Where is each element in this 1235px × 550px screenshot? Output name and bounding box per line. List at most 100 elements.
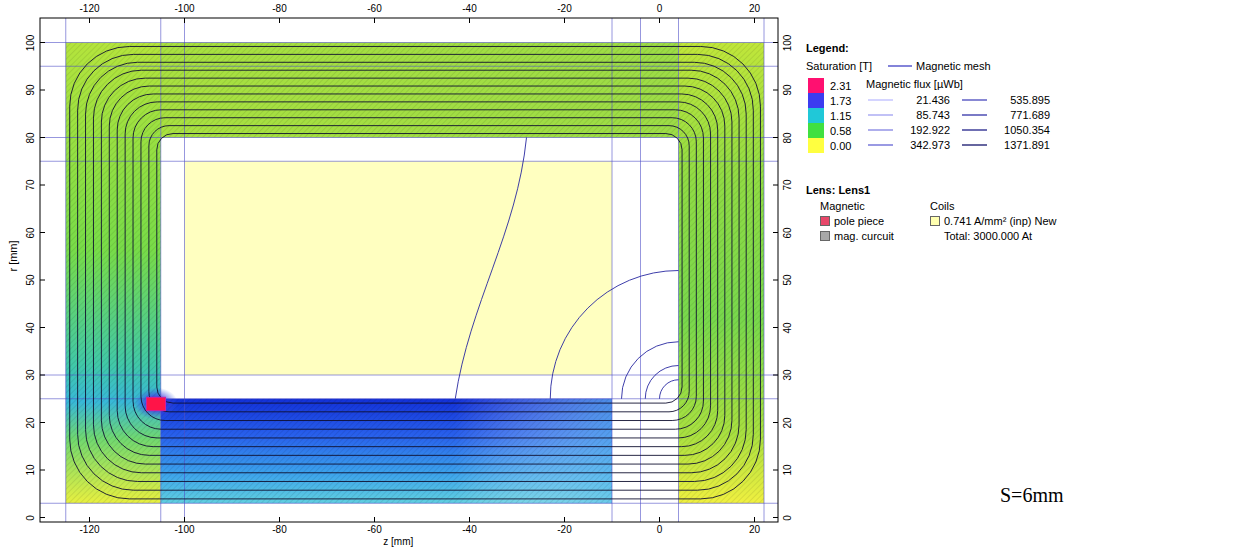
axis-tick-label: 30 [26, 369, 36, 380]
legend-section-title: Magnetic [820, 201, 865, 212]
tick-mark [40, 90, 45, 91]
flux-line [133, 110, 703, 429]
legend-section-title: Magnetic flux [µWb] [866, 79, 963, 90]
coil-total: Total: 3000.000 At [944, 231, 1032, 242]
tick-mark [754, 18, 755, 23]
mesh-legend-label: Magnetic mesh [916, 61, 991, 72]
axis-tick-label: 90 [783, 84, 793, 95]
legend-swatch [808, 138, 824, 153]
axis-tick-label: 0 [657, 525, 663, 535]
legend-swatch [820, 231, 830, 241]
iron-core [161, 399, 612, 504]
leakage-flux-line [622, 342, 679, 399]
legend-swatch [808, 93, 824, 108]
tick-mark [773, 42, 778, 43]
flux-value: 535.895 [1010, 95, 1050, 106]
tick-mark [773, 422, 778, 423]
iron-hatching [161, 399, 612, 504]
tick-mark [469, 18, 470, 23]
flux-line [141, 118, 696, 421]
pole-piece-edge [147, 397, 166, 410]
iron-hatching [679, 43, 765, 504]
axis-tick-label: 10 [26, 464, 36, 475]
axis-tick-label: 0 [783, 515, 793, 521]
axis-tick-label: 10 [783, 464, 793, 475]
tick-mark [773, 90, 778, 91]
coil-region [185, 161, 613, 375]
mesh-line [65, 18, 66, 522]
flux-line [149, 126, 689, 412]
iron-core-shade [161, 399, 612, 504]
material-legend-label: mag. curcuit [834, 231, 894, 242]
axis-tick-label: -20 [557, 525, 571, 535]
tick-mark [773, 517, 778, 518]
tick-mark [773, 280, 778, 281]
tick-mark [773, 185, 778, 186]
saturation-scale-value: 0.00 [830, 140, 851, 151]
tick-mark [659, 18, 660, 23]
legend-line-sample [962, 144, 987, 145]
leakage-flux-line [645, 366, 678, 399]
annotation: S=6mm [1000, 485, 1064, 505]
leakage-flux-line [550, 271, 678, 399]
plot-frame [40, 18, 778, 522]
tick-mark [184, 18, 185, 23]
pole-piece-tip [147, 397, 166, 410]
flux-value: 342.973 [910, 140, 950, 151]
mesh-line [40, 375, 778, 376]
tick-mark [279, 18, 280, 23]
legend-section-title: Saturation [T] [806, 61, 872, 72]
axis-title: r [mm] [8, 241, 19, 272]
axis-tick-label: 100 [783, 34, 793, 51]
flux-line [125, 102, 710, 438]
legend-swatch [820, 216, 830, 226]
axis-tick-label: 100 [26, 34, 36, 51]
tick-mark [773, 327, 778, 328]
axis-tick-label: 60 [26, 227, 36, 238]
axis-tick-label: 80 [26, 132, 36, 143]
axis-tick-label: 70 [26, 179, 36, 190]
legend-line-sample [962, 129, 987, 130]
flux-value: 771.689 [1010, 110, 1050, 121]
mesh-line [40, 42, 778, 43]
flux-line [93, 70, 739, 473]
tick-mark [89, 517, 90, 522]
flux-value: 1371.891 [1004, 140, 1050, 151]
axis-tick-label: 80 [783, 132, 793, 143]
tick-mark [40, 232, 45, 233]
flux-line [70, 46, 761, 498]
leakage-flux-line [455, 138, 526, 399]
legend-line-sample [888, 65, 912, 66]
tick-mark [40, 327, 45, 328]
flux-value: 1050.354 [1004, 125, 1050, 136]
axis-tick-label: 20 [783, 417, 793, 428]
tick-mark [40, 137, 45, 138]
tick-mark [773, 137, 778, 138]
legend-line-sample [868, 129, 893, 130]
tick-mark [184, 517, 185, 522]
coil-legend-label: 0.741 A/mm² (inp) New [944, 216, 1056, 227]
axis-tick-label: 40 [26, 322, 36, 333]
axis-tick-label: 0 [26, 515, 36, 521]
axis-tick-label: -20 [557, 4, 571, 14]
legend-heading: Legend: [806, 43, 849, 54]
tick-mark [40, 280, 45, 281]
iron-hatching [161, 43, 679, 138]
axis-tick-label: -100 [174, 525, 194, 535]
axis-tick-label: -40 [462, 4, 476, 14]
tick-mark [40, 185, 45, 186]
tick-mark [374, 18, 375, 23]
axis-tick-label: 40 [783, 322, 793, 333]
flux-line [78, 54, 754, 490]
legend-line-sample [868, 114, 893, 115]
axis-tick-label: 50 [783, 274, 793, 285]
mesh-line [40, 161, 778, 162]
axis-tick-label: 30 [783, 369, 793, 380]
flux-value: 21.436 [916, 95, 950, 106]
flux-line [101, 78, 732, 464]
tick-mark [40, 42, 45, 43]
tick-mark [374, 517, 375, 522]
legend-heading: Lens: Lens1 [806, 185, 870, 196]
